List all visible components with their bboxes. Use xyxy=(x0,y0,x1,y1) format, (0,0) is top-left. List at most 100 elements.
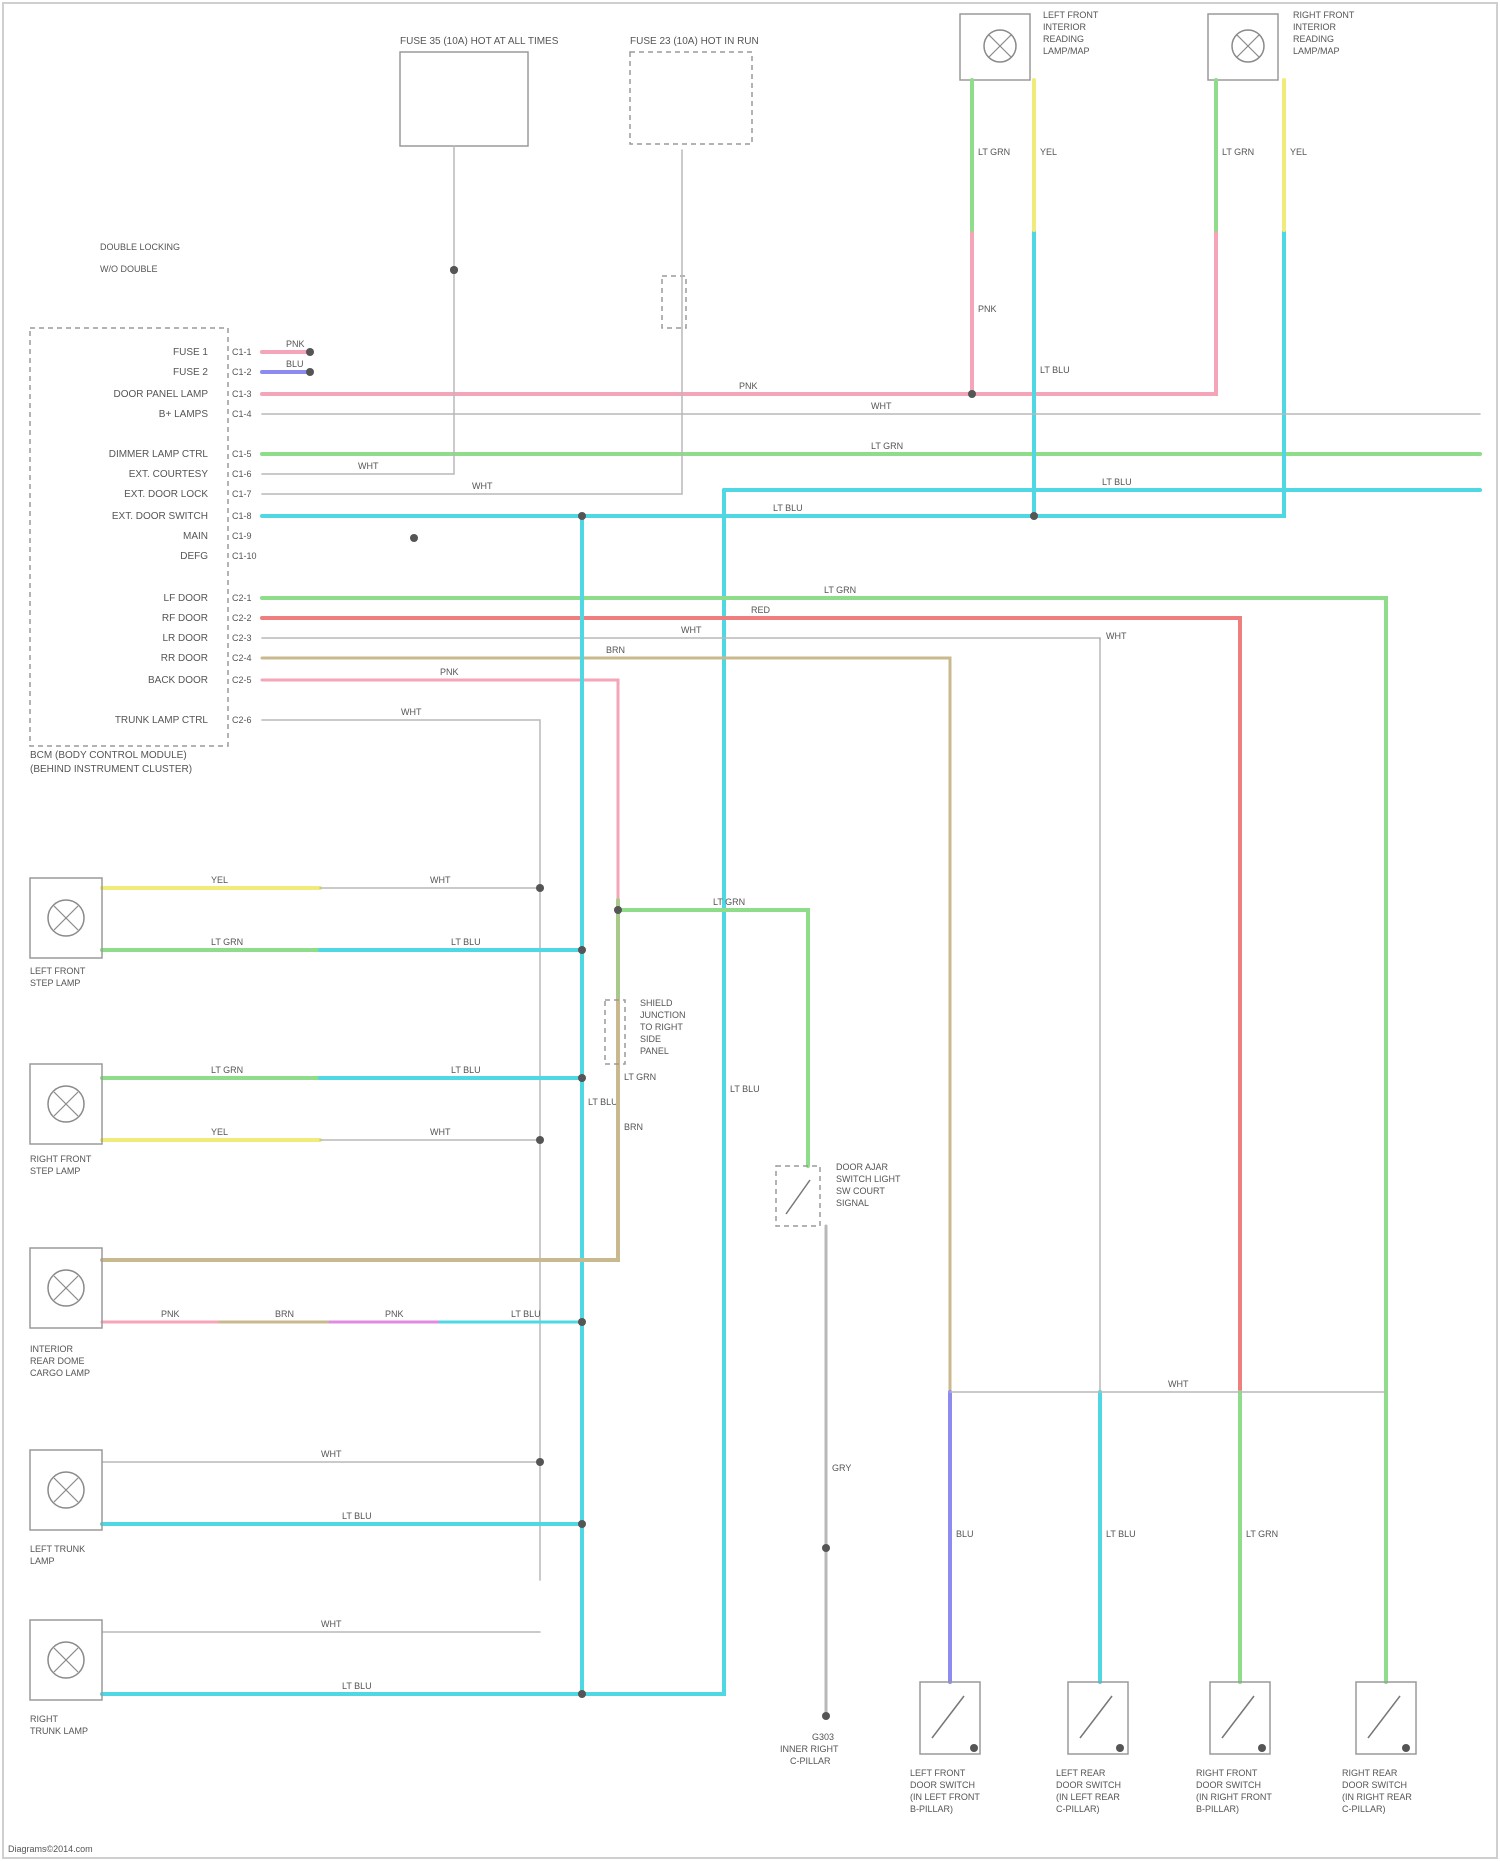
bcm-title: BCM (BODY CONTROL MODULE) xyxy=(30,750,187,761)
bcm-pin-number: C1-7 xyxy=(232,489,252,499)
bcm-pin-label: FUSE 1 xyxy=(173,347,208,358)
svg-text:SIGNAL: SIGNAL xyxy=(836,1198,869,1208)
splice-dot xyxy=(410,534,418,542)
splice-dot xyxy=(578,946,586,954)
bcm-pin-label: B+ LAMPS xyxy=(159,409,209,420)
wire-label: LT BLU xyxy=(1040,365,1070,375)
fuse-block-left: FUSE 35 (10A) HOT AT ALL TIMES xyxy=(400,36,559,146)
svg-text:PANEL: PANEL xyxy=(640,1046,669,1056)
wire-label: YEL xyxy=(1290,147,1307,157)
svg-text:C-PILLAR): C-PILLAR) xyxy=(1342,1804,1386,1814)
svg-text:LEFT FRONT: LEFT FRONT xyxy=(910,1768,966,1778)
splice-dot xyxy=(306,348,314,356)
svg-text:C-PILLAR: C-PILLAR xyxy=(790,1756,831,1766)
wire-label: YEL xyxy=(211,875,228,885)
wire-label: BLU xyxy=(286,359,304,369)
splice-dot xyxy=(536,1136,544,1144)
bcm-subtitle: (BEHIND INSTRUMENT CLUSTER) xyxy=(30,764,192,775)
wire-pink xyxy=(262,230,1216,394)
bcm-pin-row: BACK DOORC2-5 xyxy=(148,675,252,686)
bcm-module: FUSE 1C1-1FUSE 2C1-2DOOR PANEL LAMPC1-3B… xyxy=(30,328,257,775)
bcm-pin-label: TRUNK LAMP CTRL xyxy=(115,715,209,726)
wire-label: LT BLU xyxy=(1102,477,1132,487)
splice-dot xyxy=(578,1074,586,1082)
splice-dot xyxy=(578,512,586,520)
bcm-pin-number: C2-6 xyxy=(232,715,252,725)
wire-label: LT BLU xyxy=(451,1065,481,1075)
svg-text:TO RIGHT: TO RIGHT xyxy=(640,1022,683,1032)
wire-label: LT BLU xyxy=(588,1097,618,1107)
splice-dot xyxy=(306,368,314,376)
wire-label: WHT xyxy=(681,625,702,635)
svg-text:CARGO LAMP: CARGO LAMP xyxy=(30,1368,90,1378)
bcm-pin-label: DOOR PANEL LAMP xyxy=(114,389,209,400)
bcm-pin-row: FUSE 2C1-2 xyxy=(173,367,252,378)
bcm-pin-row: EXT. COURTESYC1-6 xyxy=(129,469,252,480)
svg-text:DOUBLE LOCKING: DOUBLE LOCKING xyxy=(100,242,180,252)
wire-label: WHT xyxy=(430,875,451,885)
svg-text:SIDE: SIDE xyxy=(640,1034,661,1044)
svg-text:(IN LEFT REAR: (IN LEFT REAR xyxy=(1056,1792,1120,1802)
svg-text:SW COURT: SW COURT xyxy=(836,1186,885,1196)
splice-dot xyxy=(450,266,458,274)
svg-text:DOOR SWITCH: DOOR SWITCH xyxy=(1056,1780,1121,1790)
svg-text:DOOR SWITCH: DOOR SWITCH xyxy=(910,1780,975,1790)
wire-label: WHT xyxy=(401,707,422,717)
bcm-pin-label: RR DOOR xyxy=(161,653,208,664)
bcm-pin-number: C1-5 xyxy=(232,449,252,459)
credit-text: Diagrams©2014.com xyxy=(8,1844,93,1854)
bcm-pin-row: DIMMER LAMP CTRL C1-5 xyxy=(109,449,252,460)
bcm-pin-label: DEFG xyxy=(180,551,208,562)
svg-text:LAMP: LAMP xyxy=(30,1556,55,1566)
bcm-pin-label: LF DOOR xyxy=(164,593,208,604)
svg-text:(IN LEFT FRONT: (IN LEFT FRONT xyxy=(910,1792,980,1802)
right-step-lamp: RIGHT FRONT STEP LAMP xyxy=(30,1064,102,1176)
svg-text:LAMP/MAP: LAMP/MAP xyxy=(1043,46,1090,56)
wire-gray xyxy=(262,720,540,1580)
svg-text:READING: READING xyxy=(1043,34,1084,44)
door-switch-left-front: LEFT FRONT DOOR SWITCH (IN LEFT FRONT B-… xyxy=(910,1682,980,1814)
bcm-pin-label: RF DOOR xyxy=(162,613,208,624)
bcm-pin-number: C2-2 xyxy=(232,613,252,623)
bcm-pin-number: C1-3 xyxy=(232,389,252,399)
wire-label: BRN xyxy=(624,1122,643,1132)
bcm-pin-number: C1-2 xyxy=(232,367,252,377)
wire-gray xyxy=(262,150,682,494)
svg-text:SWITCH LIGHT: SWITCH LIGHT xyxy=(836,1174,901,1184)
splice-dot xyxy=(1030,512,1038,520)
diagram-frame xyxy=(3,3,1497,1858)
bcm-pin-row: TRUNK LAMP CTRL C2-6 xyxy=(115,715,252,726)
svg-text:SHIELD: SHIELD xyxy=(640,998,673,1008)
left-trunk-lamp: LEFT TRUNK LAMP xyxy=(30,1450,102,1566)
wire-label: LT GRN xyxy=(824,585,856,595)
svg-text:W/O DOUBLE: W/O DOUBLE xyxy=(100,264,158,274)
wire-label: LT BLU xyxy=(730,1084,760,1094)
wire-label: WHT xyxy=(871,401,892,411)
svg-text:B-PILLAR): B-PILLAR) xyxy=(910,1804,953,1814)
svg-text:LEFT TRUNK: LEFT TRUNK xyxy=(30,1544,85,1554)
wire-label: BLU xyxy=(956,1529,974,1539)
door-switch-right-front: RIGHT FRONT DOOR SWITCH (IN RIGHT FRONT … xyxy=(1196,1682,1272,1814)
wire-label: LT GRN xyxy=(1246,1529,1278,1539)
wire-label: LT GRN xyxy=(1222,147,1254,157)
bcm-pin-number: C2-5 xyxy=(232,675,252,685)
svg-text:LEFT REAR: LEFT REAR xyxy=(1056,1768,1106,1778)
wire-label: WHT xyxy=(1168,1379,1189,1389)
svg-text:INTERIOR: INTERIOR xyxy=(1043,22,1087,32)
right-trunk-lamp: RIGHT TRUNK LAMP xyxy=(30,1620,102,1736)
bcm-pin-label: DIMMER LAMP CTRL xyxy=(109,449,209,460)
svg-text:INTERIOR: INTERIOR xyxy=(1293,22,1337,32)
wire-label: YEL xyxy=(211,1127,228,1137)
svg-text:REAR DOME: REAR DOME xyxy=(30,1356,85,1366)
wire-label: YEL xyxy=(1040,147,1057,157)
svg-text:RIGHT FRONT: RIGHT FRONT xyxy=(1196,1768,1258,1778)
legend: DOUBLE LOCKING W/O DOUBLE xyxy=(100,242,180,274)
svg-text:READING: READING xyxy=(1293,34,1334,44)
bcm-pin-label: MAIN xyxy=(183,531,208,542)
svg-text:STEP LAMP: STEP LAMP xyxy=(30,978,80,988)
door-switch-left-rear: LEFT REAR DOOR SWITCH (IN LEFT REAR C-PI… xyxy=(1056,1682,1128,1814)
splice-dot xyxy=(968,390,976,398)
